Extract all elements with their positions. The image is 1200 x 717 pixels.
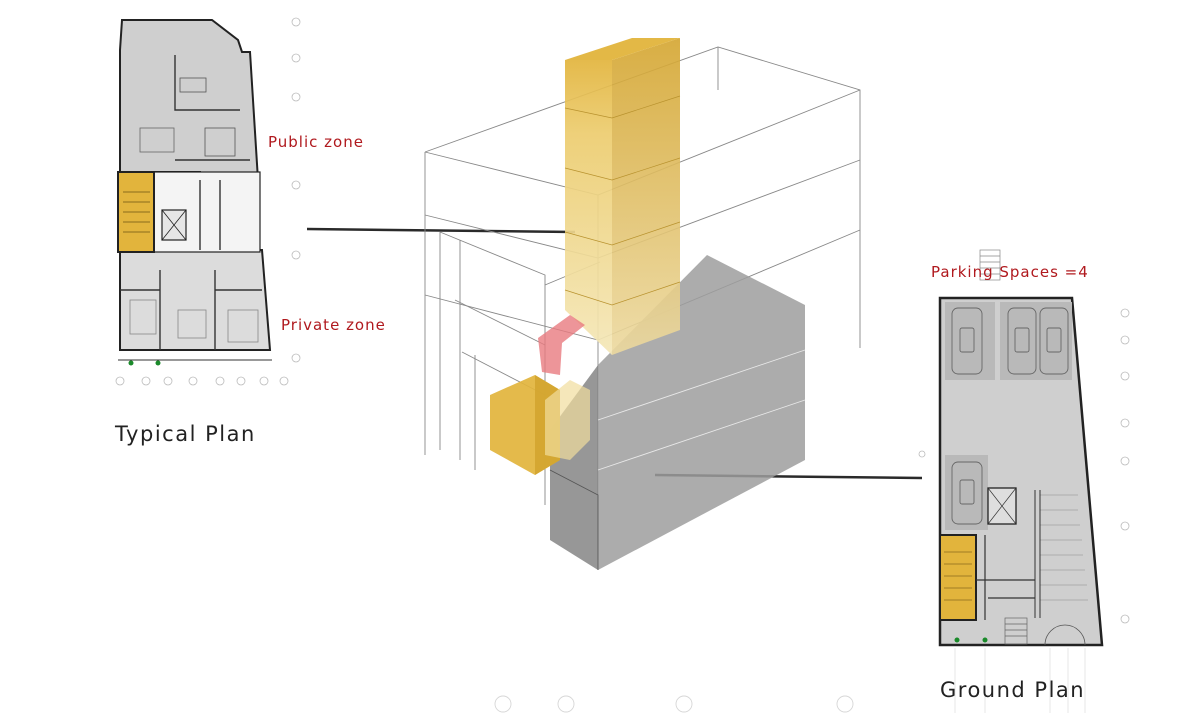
vertical-core-tower	[565, 60, 612, 355]
bottom-grid-bubbles	[494, 695, 854, 713]
ground-plan-outline	[938, 296, 1104, 647]
ground-plan	[918, 249, 1130, 713]
private-zone-label: Private zone	[281, 316, 386, 334]
public-zone-area	[119, 19, 260, 181]
public-zone-label: Public zone	[268, 133, 364, 151]
ground-plan-title: Ground Plan	[940, 678, 1086, 702]
typical-plan	[115, 17, 301, 386]
ground-stair-core	[939, 534, 977, 621]
circulation-arrow	[538, 315, 585, 375]
typical-plan-title: Typical Plan	[115, 422, 256, 446]
parking-spaces-label: Parking Spaces =4	[931, 263, 1089, 281]
typical-leader-line	[306, 227, 576, 234]
axonometric-diagram	[424, 38, 861, 570]
